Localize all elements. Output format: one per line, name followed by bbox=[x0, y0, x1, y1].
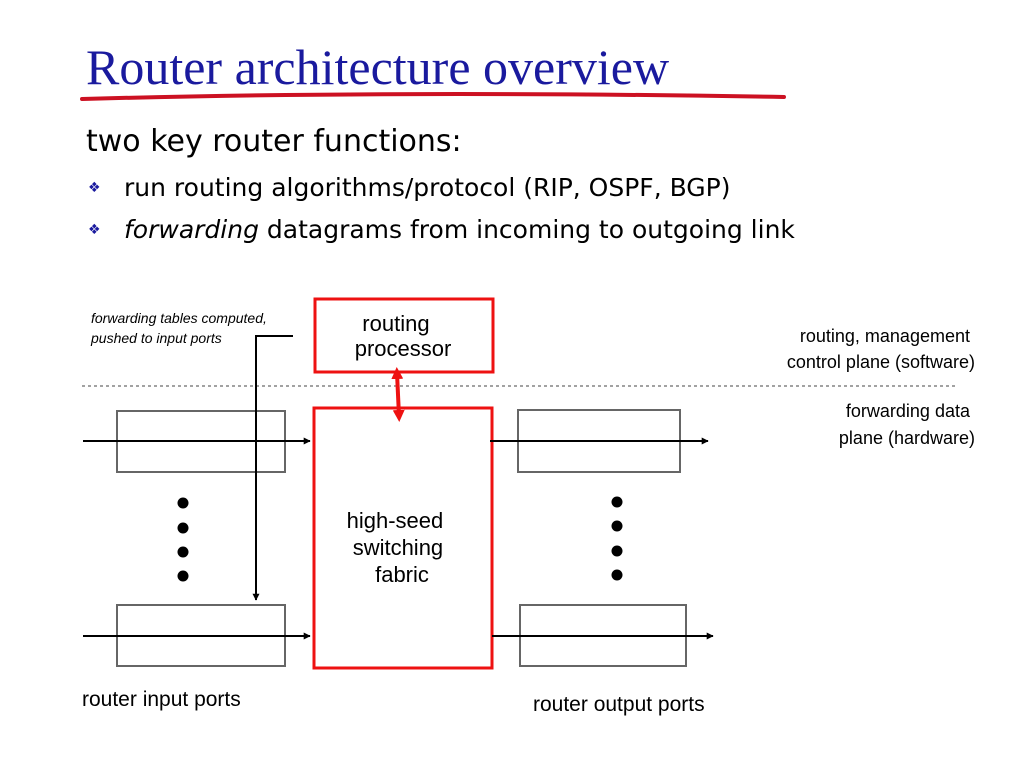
input-ports-ellipsis bbox=[177, 497, 189, 582]
control-plane-label: routing, management bbox=[800, 326, 970, 346]
svg-text:forwarding data plane (ha: forwarding data plane (hardware) bbox=[839, 401, 975, 448]
diamond-bullet-icon: ❖ bbox=[88, 180, 101, 196]
switching-fabric-label: fabric bbox=[375, 562, 429, 587]
switching-fabric-label: switching bbox=[353, 535, 443, 560]
output-ports-ellipsis bbox=[611, 496, 623, 581]
title-underline bbox=[80, 92, 786, 101]
bullet-text: forwarding datagrams from incoming to ou… bbox=[124, 215, 795, 244]
routing-processor-label: processor bbox=[355, 336, 452, 361]
svg-text:routing, management contro: routing, management control plane (softw… bbox=[787, 326, 975, 372]
switching-fabric-box bbox=[312, 406, 494, 670]
svg-text:high-seed switching fa: high-seed switching fabric bbox=[347, 508, 450, 587]
diamond-bullet-icon: ❖ bbox=[88, 222, 101, 238]
subtitle: two key router functions: bbox=[86, 124, 462, 159]
input-ports-label: router input ports bbox=[82, 688, 241, 711]
bullet-emphasis: forwarding bbox=[124, 215, 259, 244]
processor-fabric-link bbox=[391, 367, 405, 422]
forwarding-note: forwarding tables computed, bbox=[91, 310, 267, 326]
switching-fabric-label: high-seed bbox=[347, 508, 444, 533]
svg-text:forwarding tables computed,: forwarding tables computed, pushed to in… bbox=[90, 310, 271, 346]
svg-text:routing processor: routing processor bbox=[355, 311, 452, 361]
forwarding-table-connector bbox=[252, 335, 293, 601]
slide-title: Router architecture overview bbox=[86, 39, 670, 95]
data-plane-label: forwarding data bbox=[846, 401, 971, 421]
bullet-text-rest: datagrams from incoming to outgoing link bbox=[258, 215, 795, 244]
bullet-text: run routing algorithms/protocol (RIP, OS… bbox=[124, 173, 731, 202]
output-ports-label: router output ports bbox=[533, 693, 705, 716]
data-plane-label: plane (hardware) bbox=[839, 428, 975, 448]
control-plane-label: control plane (software) bbox=[787, 352, 975, 372]
forwarding-note: pushed to input ports bbox=[90, 330, 222, 346]
routing-processor-label: routing bbox=[362, 311, 429, 336]
